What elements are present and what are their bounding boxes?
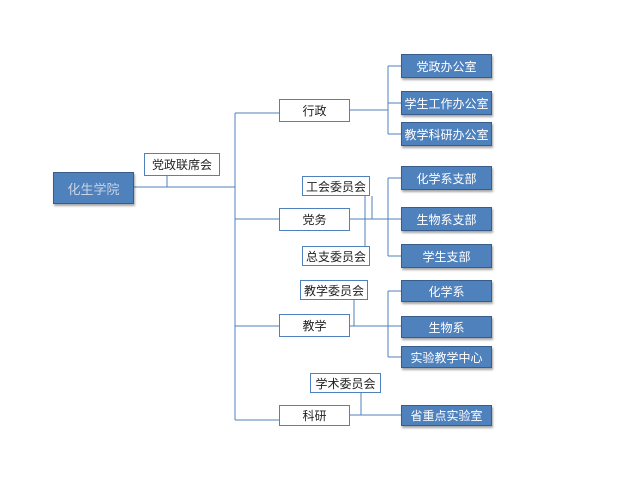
admin-child-2: 学生工作办公室 [401, 91, 492, 115]
admin-child-3: 教学科研办公室 [401, 122, 492, 146]
root-node: 化生学院 [53, 172, 134, 204]
teaching-child-3: 实验教学中心 [401, 346, 492, 368]
branch-admin: 行政 [279, 99, 350, 122]
teaching-child-1: 化学系 [401, 280, 492, 302]
party-child-2: 生物系支部 [401, 207, 492, 231]
research-committee: 学术委员会 [310, 373, 381, 393]
party-committee-general: 总支委员会 [302, 246, 370, 266]
branch-party: 党务 [279, 208, 350, 231]
party-committee-union: 工会委员会 [302, 176, 370, 196]
branch-research: 科研 [279, 405, 350, 426]
party-child-3: 学生支部 [401, 244, 492, 268]
admin-child-1: 党政办公室 [401, 54, 492, 78]
research-child-1: 省重点实验室 [401, 405, 492, 426]
council-node: 党政联席会 [144, 153, 220, 176]
party-child-1: 化学系支部 [401, 166, 492, 190]
teaching-child-2: 生物系 [401, 316, 492, 338]
teaching-committee: 教学委员会 [300, 280, 368, 300]
branch-teaching: 教学 [279, 314, 350, 337]
